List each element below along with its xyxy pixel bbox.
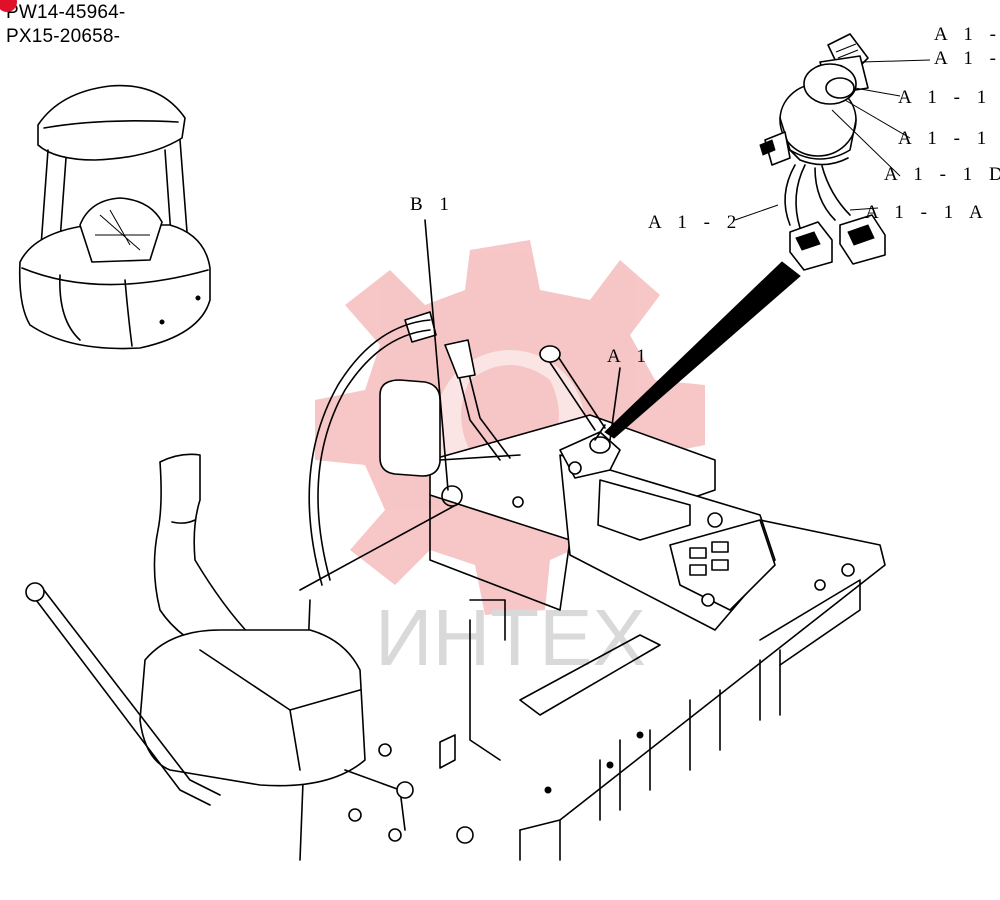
- callout-a1-2-label: A 1 - 2: [648, 212, 742, 233]
- serial-number-range-2: PX15-20658-: [6, 26, 121, 47]
- watermark-text: ИНТЕХ: [375, 593, 646, 682]
- callout-a1-1a-label: A 1 - 1 A: [865, 202, 989, 223]
- callout-b1-group: [424, 219, 463, 507]
- left-console: [404, 311, 776, 631]
- detail-pointer-arrow: [604, 261, 801, 439]
- callout-a1-top-2-label: A 1 -: [934, 48, 1000, 69]
- handrail: [308, 319, 521, 586]
- callout-b1-label: B 1: [410, 194, 455, 215]
- red-marker-icon: [0, 0, 17, 12]
- ignition-switch-detail: [734, 33, 931, 271]
- callout-a1-top-1-label: A 1 -: [934, 24, 1000, 45]
- callout-a1-1b-label: A 1 - 1 B: [898, 87, 1000, 108]
- callout-a1-label: A 1: [607, 346, 652, 367]
- serial-number-1-text: PW14-45964-: [6, 2, 126, 23]
- cab-overview-illustration: [18, 84, 211, 350]
- callout-a1-1d-label: A 1 - 1 D: [884, 164, 1000, 185]
- serial-number-range-1: PW14-45964-: [0, 0, 126, 24]
- callout-a1-1c-label: A 1 - 1 C: [898, 128, 1000, 149]
- operator-seat: [25, 453, 414, 842]
